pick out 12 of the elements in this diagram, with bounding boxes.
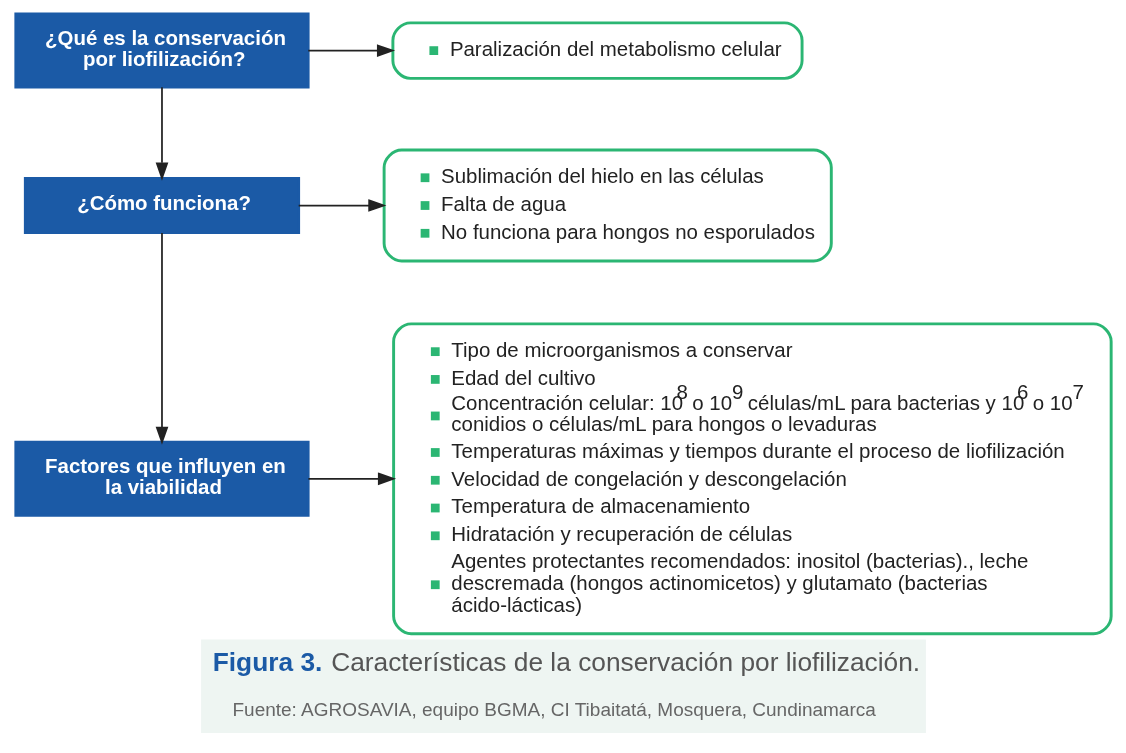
arrow — [307, 472, 396, 486]
node-box: ¿Qué es la conservación por liofilización? — [13, 12, 310, 89]
node-box: Sublimación del hielo en las células Falta de agua No funciona para hongos no esporulados — [382, 148, 833, 263]
arrow — [306, 44, 395, 57]
node-box: ¿Cómo funciona? — [23, 177, 300, 234]
diagram-title: Figura 3. Características de la conservación por liofilización. — [212, 646, 920, 677]
node-box: Factores que influyen en la viabilidad — [13, 440, 310, 517]
arrow — [297, 199, 386, 212]
arrow — [155, 232, 168, 445]
caption: Fuente: AGROSAVIA, equipo BGMA, CI Tibaitatá, Mosquera, Cundinamarca — [232, 699, 876, 721]
node-box: Paralización del metabolismo celular — [390, 21, 804, 80]
arrow — [155, 86, 168, 181]
